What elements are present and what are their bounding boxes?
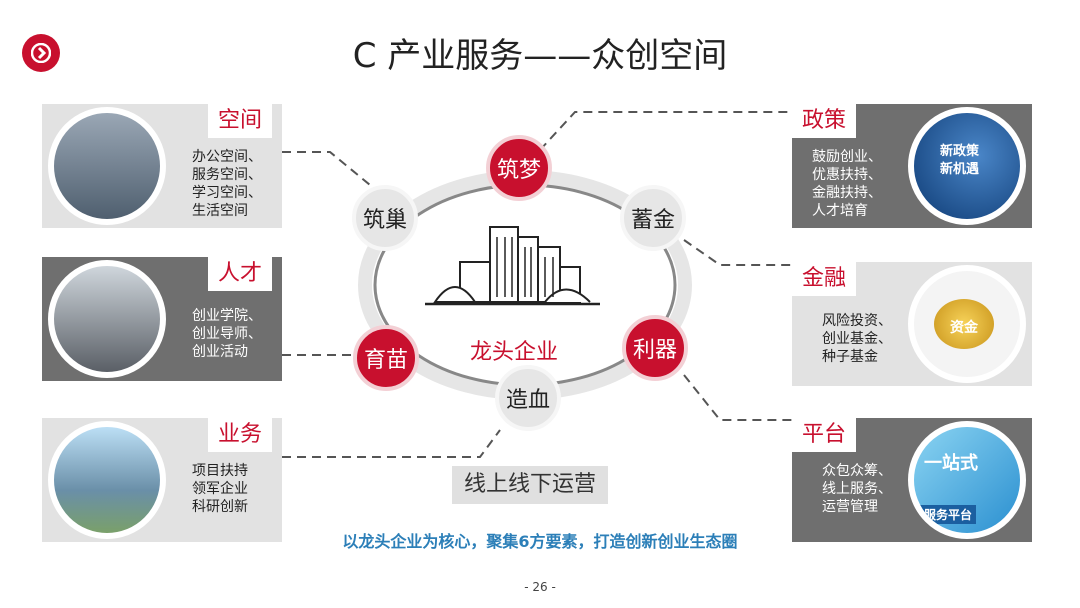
- building-photo: [48, 421, 166, 539]
- page-title: C 产业服务——众创空间: [352, 36, 728, 76]
- node-zhumeng[interactable]: 筑梦: [486, 135, 552, 201]
- node-xujin[interactable]: 蓄金: [620, 185, 686, 251]
- photo-text: 资金: [950, 320, 978, 336]
- card-finance: 金融 风险投资、 创业基金、 种子基金 资金: [792, 262, 1032, 386]
- online-offline-label: 线上线下运营: [452, 466, 608, 504]
- photo-text: 服务平台: [920, 505, 977, 524]
- logo-chevron-icon: [22, 34, 60, 72]
- classroom-photo: [48, 260, 166, 378]
- node-liqi[interactable]: 利器: [622, 315, 688, 381]
- card-platform: 平台 众包众筹、 线上服务、 运营管理 一站式 服务平台: [792, 418, 1032, 542]
- center-label: 龙头企业: [470, 340, 559, 365]
- node-yumiao[interactable]: 育苗: [353, 325, 419, 391]
- card-business: 业务 项目扶持 领军企业 科研创新: [42, 418, 282, 542]
- list-item: 金融扶持、: [812, 185, 882, 201]
- card-tag: 金融: [792, 262, 857, 296]
- card-space: 空间 办公空间、 服务空间、 学习空间、 生活空间: [42, 104, 282, 228]
- list-item: 种子基金: [822, 349, 878, 365]
- list-item: 线上服务、: [822, 481, 892, 497]
- bottom-note: 以龙头企业为核心，聚集6方要素，打造创新创业生态圈: [342, 532, 738, 551]
- coins-photo: 资金: [908, 265, 1026, 383]
- office-photo: [48, 107, 166, 225]
- card-tag: 平台: [792, 418, 857, 452]
- card-talent: 人才 创业学院、 创业导师、 创业活动: [42, 257, 282, 381]
- card-tag: 业务: [207, 418, 272, 452]
- list-item: 创业导师、: [192, 326, 262, 342]
- list-item: 创业活动: [192, 344, 248, 360]
- platform-photo: 一站式 服务平台: [908, 421, 1026, 539]
- list-item: 领军企业: [192, 481, 248, 497]
- list-item: 运营管理: [822, 499, 878, 515]
- list-item: 学习空间、: [192, 185, 262, 201]
- list-item: 风险投资、: [822, 313, 892, 329]
- list-item: 鼓励创业、: [812, 149, 882, 165]
- list-item: 优惠扶持、: [812, 167, 882, 183]
- list-item: 生活空间: [192, 203, 248, 219]
- node-zaoxue[interactable]: 造血: [495, 365, 561, 431]
- list-item: 创业学院、: [192, 308, 262, 324]
- node-zhuchao[interactable]: 筑巢: [352, 185, 418, 251]
- list-item: 众包众筹、: [822, 463, 892, 479]
- photo-text: 新机遇: [940, 162, 980, 177]
- list-item: 人才培育: [812, 203, 868, 219]
- list-item: 科研创新: [192, 499, 248, 515]
- city-skyline-icon: [425, 226, 600, 306]
- card-tag: 人才: [207, 257, 272, 291]
- list-item: 创业基金、: [822, 331, 892, 347]
- list-item: 服务空间、: [192, 167, 262, 183]
- card-tag: 空间: [207, 104, 272, 138]
- photo-text: 新政策: [940, 144, 980, 159]
- list-item: 办公空间、: [192, 149, 262, 165]
- card-tag: 政策: [792, 104, 857, 138]
- list-item: 项目扶持: [192, 463, 248, 479]
- policy-photo: 新政策 新机遇: [908, 107, 1026, 225]
- photo-text: 一站式: [924, 453, 978, 474]
- page-number: - 26 -: [524, 580, 556, 594]
- card-policy: 政策 鼓励创业、 优惠扶持、 金融扶持、 人才培育 新政策 新机遇: [792, 104, 1032, 228]
